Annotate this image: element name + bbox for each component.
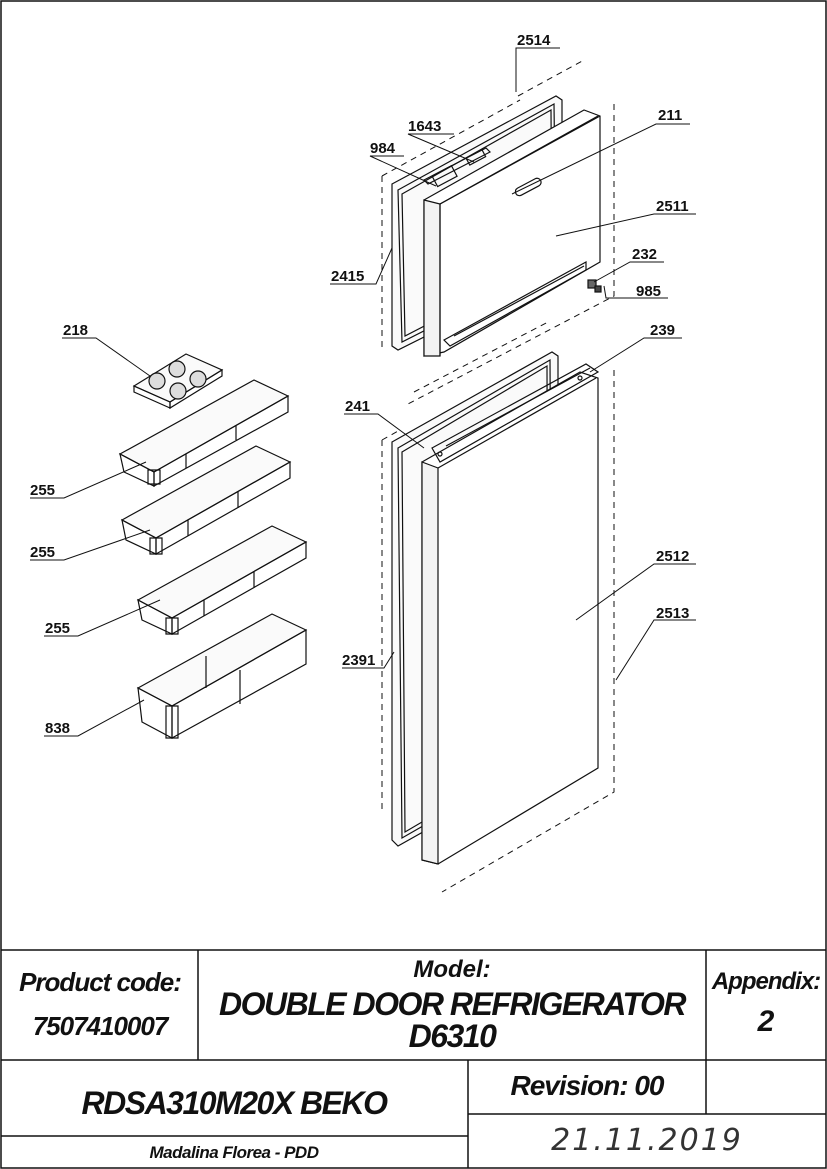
leader-lines <box>30 47 696 737</box>
label-255-a: 255 <box>30 482 55 499</box>
label-218: 218 <box>63 322 88 339</box>
fridge-outline <box>381 321 615 893</box>
label-239: 239 <box>650 322 675 339</box>
author: Madalina Florea - PDD <box>149 1142 319 1162</box>
hinge-pin <box>587 279 602 293</box>
label-2511: 2511 <box>656 198 689 215</box>
freezer-outline <box>381 59 615 405</box>
label-984: 984 <box>370 140 396 157</box>
label-2415: 2415 <box>331 268 364 285</box>
product-code-value: 7507410007 <box>32 1011 169 1041</box>
label-232: 232 <box>632 246 657 263</box>
label-1643: 1643 <box>408 118 441 135</box>
label-2513: 2513 <box>656 605 689 622</box>
balcony-4 <box>136 613 308 740</box>
brand-model: RDSA310M20X BEKO <box>81 1085 389 1121</box>
model-label: Model: <box>413 956 491 983</box>
label-2512: 2512 <box>656 548 689 565</box>
title-block-frame <box>1 949 826 1168</box>
label-255-c: 255 <box>45 620 70 637</box>
appendix-value: 2 <box>757 1005 775 1038</box>
revision: Revision: 00 <box>510 1070 665 1101</box>
label-838: 838 <box>45 720 70 737</box>
appendix-label: Appendix: <box>711 968 821 995</box>
fridge-door-panel <box>421 363 600 865</box>
model-value: DOUBLE DOOR REFRIGERATOR D6310 <box>219 986 686 1054</box>
product-code-label: Product code: <box>19 967 182 997</box>
label-241: 241 <box>345 398 370 415</box>
label-2391: 2391 <box>342 652 375 669</box>
label-2514: 2514 <box>517 32 551 49</box>
label-255-b: 255 <box>30 544 55 561</box>
part-labels: 2514 211 1643 984 2511 2415 232 985 218 … <box>30 32 689 737</box>
date: 21.11.2019 <box>551 1123 743 1158</box>
egg-tray <box>132 353 224 410</box>
balcony-1 <box>118 379 290 488</box>
balcony-3 <box>136 525 308 636</box>
freezer-door-panel <box>423 109 601 357</box>
label-985: 985 <box>636 283 661 300</box>
label-211: 211 <box>658 107 682 124</box>
